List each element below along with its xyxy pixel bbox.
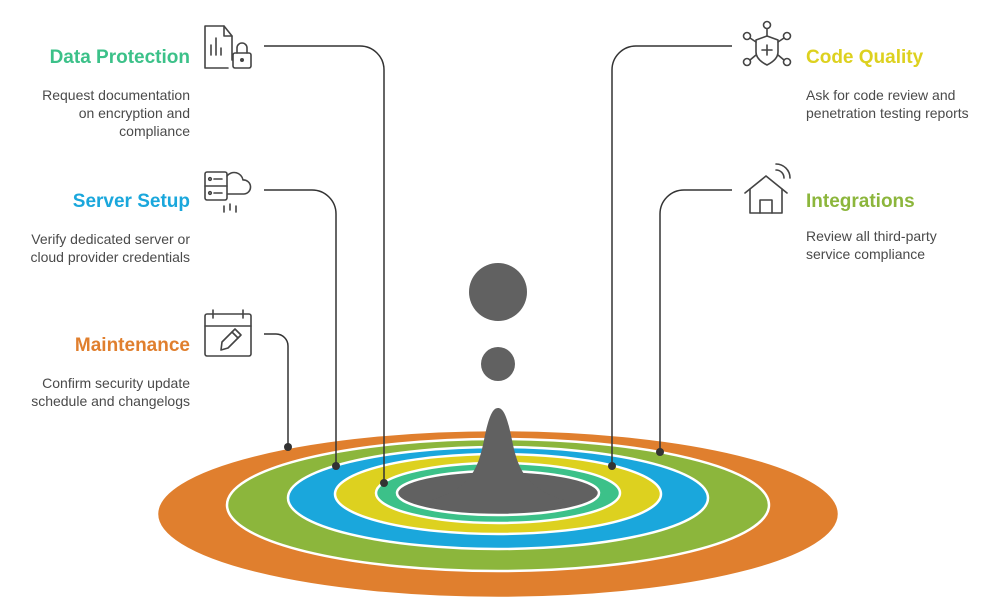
drop-small [481, 347, 515, 381]
maintenance-title: Maintenance [74, 335, 190, 356]
maintenance-description: Confirm security update schedule and cha… [31, 375, 190, 409]
data-protection-title: Data Protection [49, 47, 190, 68]
dot-code-quality [608, 462, 616, 470]
dot-server-setup [332, 462, 340, 470]
connector-server-setup [264, 189, 337, 466]
connector-code-quality [611, 45, 732, 466]
server-cloud-icon [204, 171, 252, 213]
network-shield-icon [742, 20, 792, 67]
splash-peak [432, 408, 564, 500]
drop-large [469, 263, 527, 321]
integrations-description: Review all third-party service complianc… [806, 228, 937, 262]
integrations-title: Integrations [806, 191, 915, 212]
ripple-rings [155, 428, 841, 600]
dot-integrations [656, 448, 664, 456]
connector-dots [284, 443, 664, 487]
water-drop [432, 263, 564, 500]
data-protection-description: Request documentation on encryption and … [42, 87, 190, 139]
connector-data-protection [264, 45, 385, 483]
connector-maintenance [264, 333, 289, 447]
calendar-edit-icon [204, 309, 252, 357]
connector-integrations [659, 189, 732, 452]
code-quality-title: Code Quality [806, 47, 924, 68]
code-quality-description: Ask for code review and penetration test… [806, 87, 969, 121]
server-setup-title: Server Setup [72, 191, 190, 212]
smart-home-icon [744, 163, 791, 214]
server-setup-description: Verify dedicated server or cloud provide… [30, 231, 190, 265]
dot-data-protection [380, 479, 388, 487]
dot-maintenance [284, 443, 292, 451]
document-lock-icon [204, 25, 252, 69]
connectors [264, 45, 732, 483]
